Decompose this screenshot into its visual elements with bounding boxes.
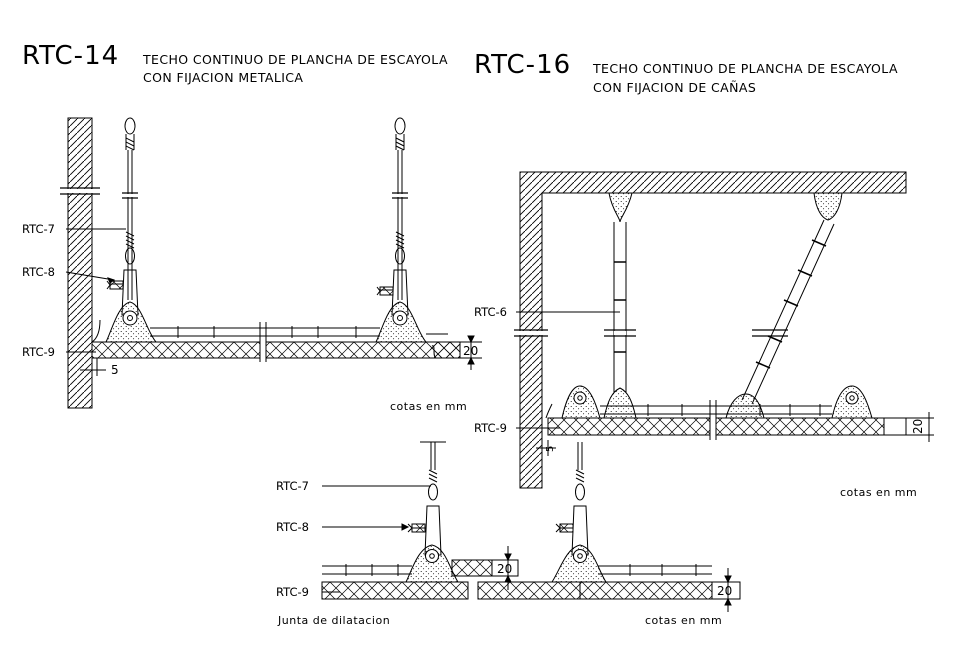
rtc14-callouts	[65, 228, 126, 353]
rtc14-detail	[60, 117, 461, 409]
rtc14-code: RTC-14	[22, 41, 119, 71]
rtc16-detail	[514, 171, 907, 489]
rtc16-label-rtc9: RTC-9	[474, 421, 507, 435]
joint-dim-thickness: 20	[717, 584, 732, 598]
rtc16-code: RTC-16	[474, 50, 571, 80]
rtc14-hanger-right	[376, 117, 409, 316]
rtc14-title-block: RTC-14 TECHO CONTINUO DE PLANCHA DE ESCA…	[22, 41, 448, 85]
rtc16-callouts	[516, 311, 620, 429]
rtc16-title-line1: TECHO CONTINUO DE PLANCHA DE ESCAYOLA	[592, 61, 898, 76]
rtc14-title-line1: TECHO CONTINUO DE PLANCHA DE ESCAYOLA	[142, 52, 448, 67]
rtc16-dimensions	[536, 412, 934, 456]
rtc14-label-rtc8: RTC-8	[22, 265, 55, 279]
joint-callouts	[322, 485, 431, 593]
rtc14-dimensions	[80, 335, 482, 376]
rtc16-structure	[519, 171, 907, 489]
rtc16-title-block: RTC-16 TECHO CONTINUO DE PLANCHA DE ESCA…	[474, 50, 898, 95]
rtc16-plaster-slab	[547, 417, 711, 436]
joint-label-rtc9: RTC-9	[276, 585, 309, 599]
rtc14-title-line2: CON FIJACION METALICA	[143, 70, 303, 85]
rtc14-label-rtc9: RTC-9	[22, 345, 55, 359]
rtc14-hanger-left	[106, 117, 139, 316]
rtc16-vertical-cane	[603, 192, 637, 419]
joint-caption: Junta de dilatacion	[277, 614, 390, 627]
joint-slab-right	[477, 581, 581, 600]
rtc14-wall	[67, 117, 93, 409]
rtc16-units-note: cotas en mm	[840, 486, 917, 499]
rtc14-runner	[150, 327, 380, 337]
rtc16-diagonal-cane	[725, 192, 843, 419]
rtc16-label-rtc6: RTC-6	[474, 305, 507, 319]
joint-step-piece	[451, 559, 493, 577]
joint-dim-step: 20	[497, 562, 512, 576]
rtc14-plaster-slab	[91, 341, 261, 359]
joint-hanger-right	[551, 442, 607, 583]
rtc14-label-rtc7: RTC-7	[22, 222, 55, 236]
joint-label-rtc7: RTC-7	[276, 479, 309, 493]
rtc14-dim-gap: 5	[111, 363, 119, 377]
joint-label-rtc8: RTC-8	[276, 520, 309, 534]
joint-hanger-left	[405, 441, 459, 583]
rtc16-title-line2: CON FIJACION DE CAÑAS	[593, 80, 756, 95]
joint-units-note: cotas en mm	[645, 614, 722, 627]
joint-detail	[321, 441, 741, 600]
joint-dimensions	[504, 546, 732, 612]
joint-slab-left	[321, 581, 469, 600]
rtc14-units-note: cotas en mm	[390, 400, 467, 413]
rtc14-dim-thickness: 20	[463, 344, 478, 358]
rtc16-dim-gap: 5	[545, 446, 556, 452]
rtc16-dim-thickness: 20	[911, 419, 925, 434]
